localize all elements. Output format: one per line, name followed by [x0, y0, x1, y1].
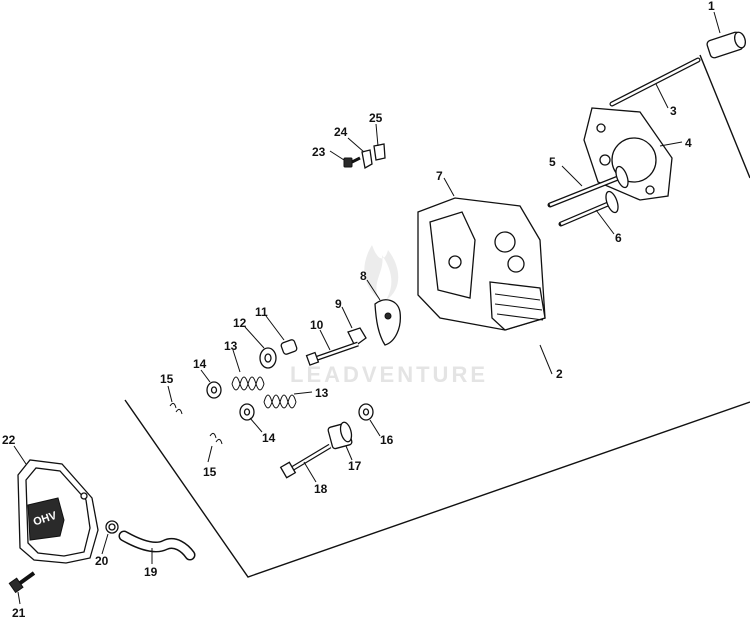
- callout-23: 23: [312, 145, 326, 159]
- part-1-sleeve: [706, 31, 747, 59]
- part-19-breather-hose: [118, 530, 196, 561]
- callout-24: 24: [334, 125, 348, 139]
- part-12-spring-cap: [259, 347, 277, 369]
- callout-15b: 15: [203, 465, 217, 479]
- part-24-clip: [361, 149, 373, 170]
- callout-11: 11: [255, 305, 268, 319]
- watermark-text: LEADVENTURE: [290, 362, 488, 387]
- part-5-valve: [547, 165, 629, 208]
- callout-14b: 14: [262, 431, 276, 445]
- callout-13a: 13: [224, 339, 238, 353]
- part-16-washer: [358, 403, 374, 421]
- callout-22: 22: [2, 433, 16, 447]
- part-11-retainer: [280, 339, 298, 355]
- callout-6: 6: [615, 231, 622, 245]
- callout-14a: 14: [193, 357, 207, 371]
- callout-25: 25: [369, 111, 383, 125]
- part-9-pivot: [347, 327, 367, 347]
- part-13-valve-spring-b: [263, 394, 297, 409]
- part-25-bracket: [373, 143, 386, 161]
- callout-5: 5: [549, 155, 556, 169]
- part-14-washer-a: [206, 381, 222, 399]
- part-23-screw: [343, 156, 361, 168]
- callout-18: 18: [314, 482, 328, 496]
- callout-7: 7: [436, 169, 443, 183]
- callout-9: 9: [335, 297, 342, 311]
- part-17-spacer: [327, 421, 353, 450]
- watermark: LEADVENTURE: [290, 245, 488, 387]
- part-22-valve-cover: OHV: [17, 459, 99, 564]
- assembly-bracket: [124, 399, 750, 578]
- part-15-keepers-a: [169, 402, 183, 415]
- callout-20: 20: [95, 554, 109, 568]
- part-7-cylinder-head: [417, 197, 546, 331]
- part-15-keepers-b: [209, 432, 223, 445]
- part-21-cover-screw: [8, 571, 36, 594]
- callout-1: 1: [708, 0, 715, 13]
- part-20-hose-clamp: [105, 520, 119, 534]
- assembly-bracket-right: [699, 54, 750, 179]
- callout-3: 3: [670, 104, 677, 118]
- callout-16: 16: [380, 433, 394, 447]
- part-8-rocker-arm: [374, 299, 401, 346]
- callout-2: 2: [556, 367, 563, 381]
- leader-lines: [13, 11, 721, 605]
- callout-21: 21: [12, 606, 26, 620]
- part-3-push-rod: [609, 57, 701, 107]
- callout-13b: 13: [315, 386, 329, 400]
- callout-10: 10: [310, 318, 324, 332]
- part-13-valve-spring-a: [231, 376, 265, 391]
- part-6-valve: [558, 190, 619, 227]
- callout-4: 4: [685, 136, 692, 150]
- callout-8: 8: [360, 269, 367, 283]
- callout-labels: 1 2 3 4 5 6 7 8 9 10 11 12 13 13 14 14 1…: [2, 0, 715, 620]
- flame-watermark-icon: [364, 245, 399, 300]
- callout-17: 17: [348, 459, 362, 473]
- part-10-rocker-stud: [305, 341, 359, 366]
- callout-12: 12: [233, 316, 247, 330]
- part-18-head-bolt: [279, 443, 332, 479]
- part-14-washer-b: [239, 403, 255, 421]
- callout-15a: 15: [160, 372, 174, 386]
- callout-19: 19: [144, 565, 158, 579]
